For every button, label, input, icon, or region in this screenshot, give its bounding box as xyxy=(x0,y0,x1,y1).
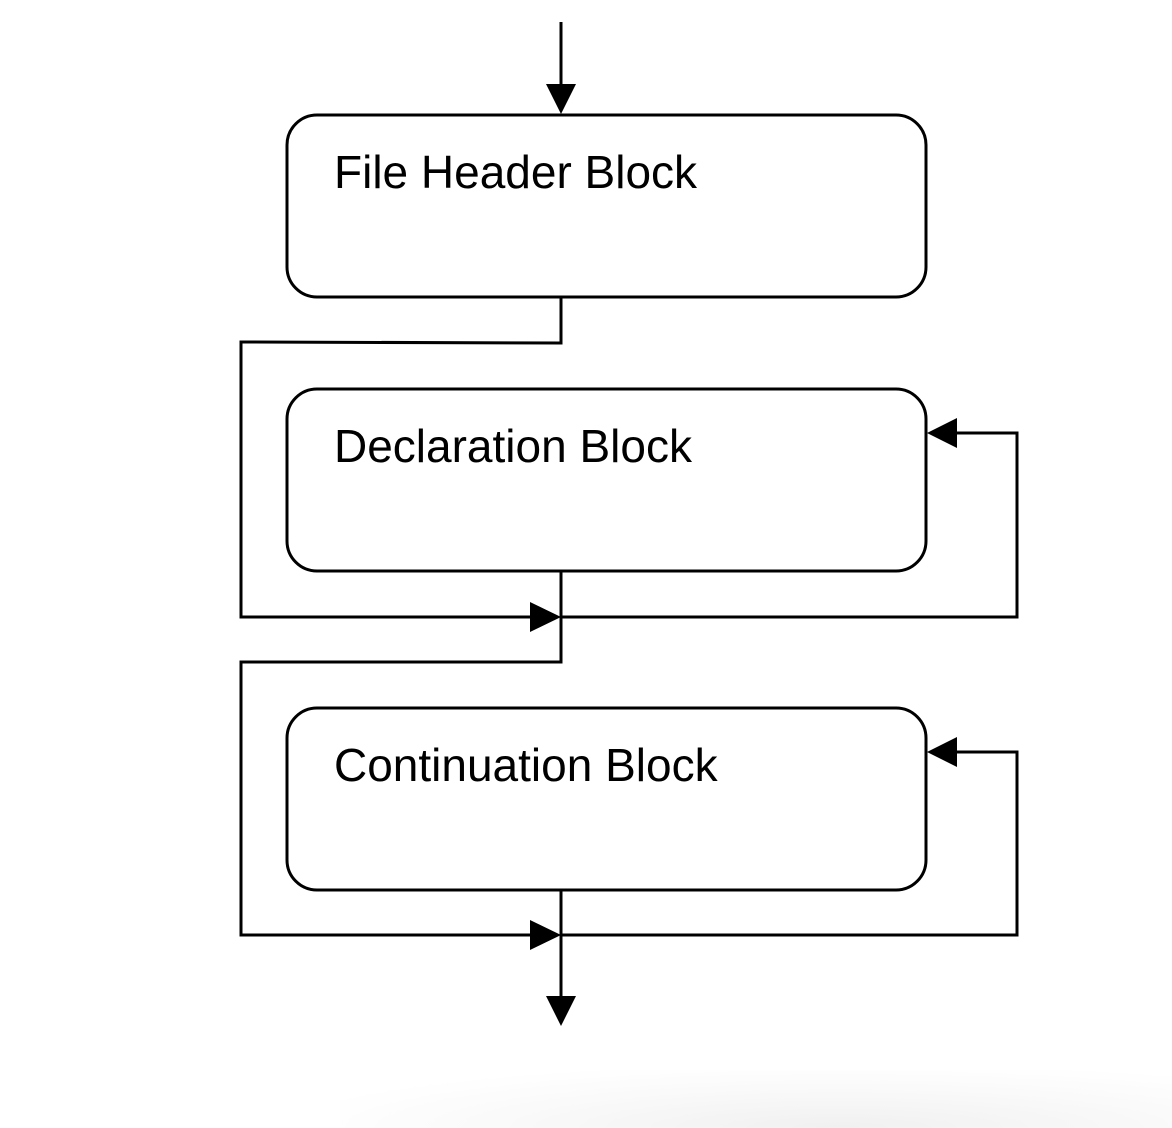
bypass-arrowhead-1 xyxy=(530,602,561,632)
block-label-continuation: Continuation Block xyxy=(334,739,719,791)
entry-arrowhead xyxy=(546,84,576,114)
declaration-loop-arrowhead xyxy=(927,418,957,448)
background-shadow xyxy=(340,1070,1172,1128)
declaration-loop-line xyxy=(561,431,1019,619)
block-declaration xyxy=(285,387,928,573)
declaration-out-line xyxy=(239,571,563,937)
continuation-loop-line xyxy=(561,750,1019,937)
bypass-line-1 xyxy=(239,297,563,619)
block-file-header xyxy=(285,113,928,299)
exit-arrowhead xyxy=(546,996,576,1026)
block-label-file-header: File Header Block xyxy=(334,146,698,198)
bypass-arrowhead-2 xyxy=(530,920,561,950)
continuation-loop-arrowhead xyxy=(927,737,957,767)
block-label-declaration: Declaration Block xyxy=(334,420,693,472)
block-continuation xyxy=(285,706,928,892)
